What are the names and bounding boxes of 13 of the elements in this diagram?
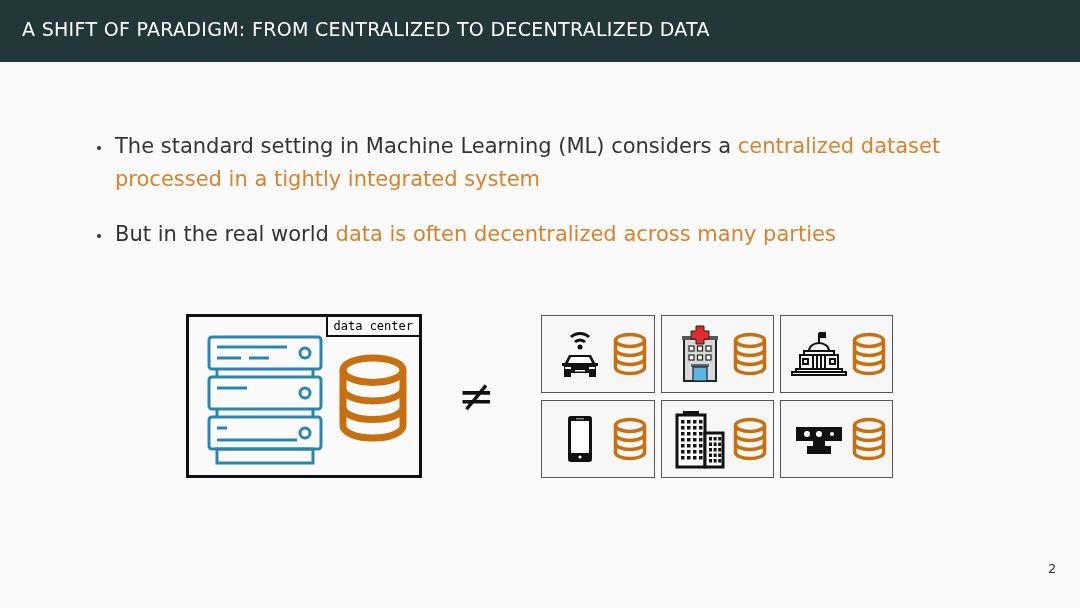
bullet-text: The standard setting in Machine Learning (ML) considers a centralized dataset processed in a tightly integrated system: [115, 133, 942, 193]
slide-title: A SHIFT OF PARADIGM: FROM CENTRALIZED TO DECENTRALIZED DATA: [22, 18, 710, 40]
box-label: data center: [325, 317, 419, 337]
party-box: [780, 400, 893, 478]
data-center-box: [186, 314, 422, 478]
party-box: [661, 315, 774, 393]
not-equal-sign: ≠: [458, 369, 495, 423]
party-box: [661, 400, 774, 478]
bullet-text: But in the real world data is often decentralized across many parties: [115, 221, 837, 248]
party-box: [780, 315, 893, 393]
party-box: [541, 315, 655, 393]
party-box: [541, 400, 655, 478]
page-number: 2: [1048, 560, 1057, 578]
